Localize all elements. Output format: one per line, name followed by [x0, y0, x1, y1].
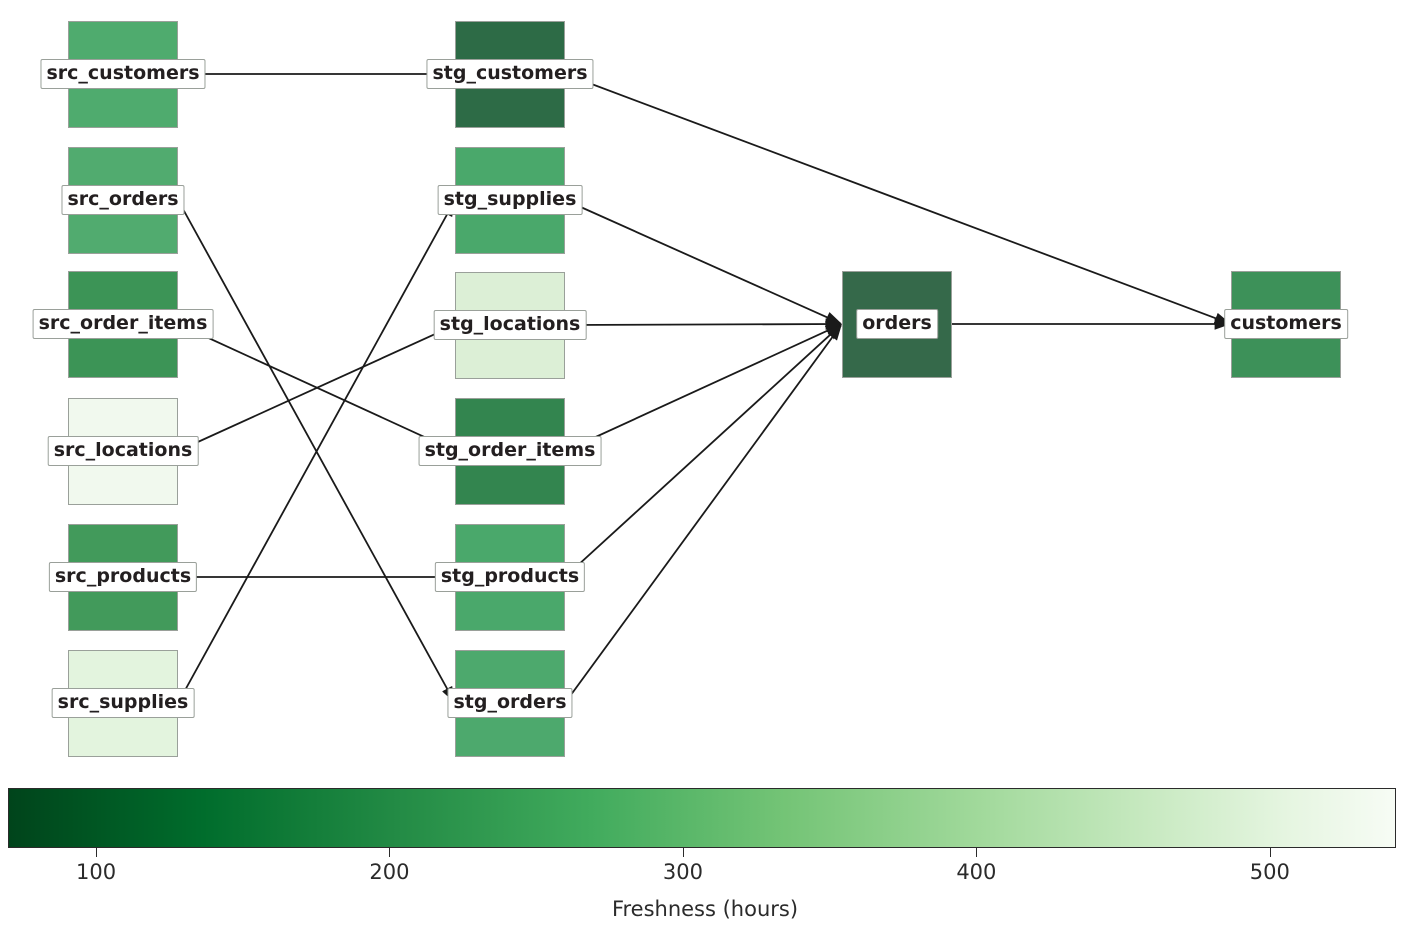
node-label-src_products[interactable]: src_products: [48, 562, 198, 592]
node-label-stg_orders[interactable]: stg_orders: [447, 688, 573, 718]
node-label-src_locations[interactable]: src_locations: [47, 436, 199, 466]
edge-stg_products-to-orders: [564, 324, 842, 578]
colorbar-tick: [1269, 848, 1271, 857]
node-label-stg_supplies[interactable]: stg_supplies: [437, 185, 583, 215]
colorbar-tick: [976, 848, 978, 857]
node-label-src_customers[interactable]: src_customers: [40, 59, 206, 89]
colorbar-tick-label: 100: [75, 860, 117, 884]
edge-stg_locations-to-orders: [564, 318, 842, 330]
edge-stg_orders-to-orders: [564, 324, 842, 704]
edge-stg_order_items-to-orders: [564, 324, 842, 452]
colorbar-axis-label: Freshness (hours): [611, 897, 799, 921]
node-label-customers[interactable]: customers: [1224, 309, 1348, 339]
node-label-src_order_items[interactable]: src_order_items: [32, 309, 214, 339]
node-label-stg_products[interactable]: stg_products: [434, 562, 586, 592]
node-label-src_orders[interactable]: src_orders: [61, 185, 185, 215]
colorbar-tick: [682, 848, 684, 857]
colorbar-tick-label: 300: [662, 860, 703, 884]
colorbar-tick-label: 400: [956, 860, 997, 884]
edge-stg_customers-to-customers: [564, 73, 1231, 325]
edge-src_supplies-to-stg_supplies: [177, 200, 455, 704]
edge-src_order_items-to-stg_order_items: [177, 323, 455, 451]
colorbar-gradient: [8, 788, 1396, 848]
colorbar: [8, 788, 1396, 848]
node-label-src_supplies[interactable]: src_supplies: [51, 688, 195, 718]
edge-src_locations-to-stg_locations: [177, 325, 455, 452]
edge-stg_supplies-to-orders: [564, 199, 842, 325]
node-label-stg_customers[interactable]: stg_customers: [426, 59, 594, 89]
node-label-stg_locations[interactable]: stg_locations: [433, 310, 587, 340]
node-label-stg_order_items[interactable]: stg_order_items: [418, 436, 602, 466]
edges: [177, 73, 1231, 704]
node-label-orders[interactable]: orders: [856, 309, 938, 339]
colorbar-tick-label: 200: [369, 860, 410, 884]
colorbar-tick: [96, 848, 98, 857]
colorbar-tick: [389, 848, 391, 857]
colorbar-tick-label: 500: [1249, 860, 1290, 884]
